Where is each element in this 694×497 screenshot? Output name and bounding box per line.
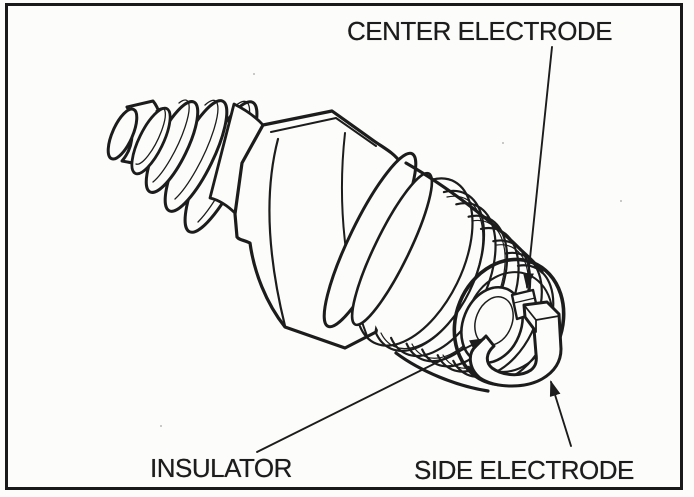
- figure-frame: [5, 3, 683, 490]
- leader-line-side-electrode: [549, 380, 572, 447]
- leader-line-center-electrode: [522, 46, 553, 289]
- label-side-electrode: SIDE ELECTRODE: [414, 455, 634, 485]
- gasket-shoulder: [322, 151, 434, 329]
- leader-line-insulator: [256, 338, 486, 453]
- scan-speck: [160, 425, 162, 427]
- scan-speck: [502, 142, 504, 144]
- scan-speck: [253, 73, 255, 75]
- scan-speck: [620, 200, 622, 202]
- label-insulator: INSULATOR: [150, 453, 292, 483]
- label-center-electrode: CENTER ELECTRODE: [347, 16, 613, 46]
